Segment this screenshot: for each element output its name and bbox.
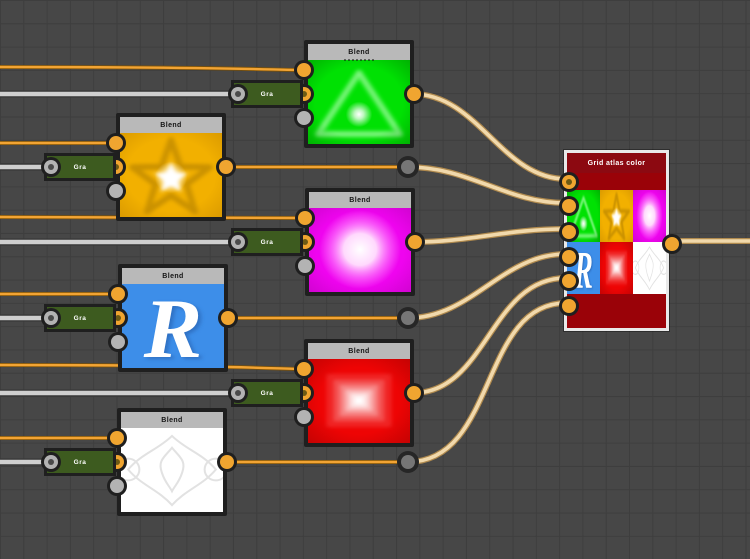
atlas-thumb-magenta-glow [633, 190, 666, 242]
node-header: Blend [308, 343, 410, 359]
node-preview-blue-letter-r [122, 284, 224, 368]
gradient-node-white[interactable]: Gra [41, 448, 116, 476]
node-preview-gold-star [120, 133, 222, 217]
gradient-input-port[interactable] [41, 157, 61, 177]
input-port-mask[interactable] [295, 256, 315, 276]
input-port-foreground[interactable] [107, 428, 127, 448]
atlas-thumb-red-square-glow [600, 242, 633, 294]
gray-wires [0, 90, 244, 466]
input-port-mask[interactable] [108, 332, 128, 352]
output-port[interactable] [404, 383, 424, 403]
atlas-title: Grid atlas color [587, 159, 646, 167]
node-title: Blend [348, 48, 370, 56]
gradient-node-label: Gra [234, 231, 300, 253]
cream-wires [405, 91, 750, 465]
gradient-input-port[interactable] [228, 383, 248, 403]
atlas-output-port[interactable] [662, 234, 682, 254]
gradient-input-port[interactable] [228, 84, 248, 104]
blend-node-red-square-glow[interactable]: Blend [294, 339, 424, 447]
output-port[interactable] [405, 232, 425, 252]
blend-node-green-triangle[interactable]: Blend [294, 40, 424, 148]
output-port[interactable] [404, 84, 424, 104]
input-port-foreground[interactable] [108, 284, 128, 304]
node-header: Blend [309, 192, 411, 208]
node-title: Blend [348, 347, 370, 355]
node-header: Blend [121, 412, 223, 428]
atlas-band-bottom [567, 294, 666, 328]
input-port-foreground[interactable] [294, 359, 314, 379]
gradient-node-label: Gra [47, 156, 113, 178]
input-port-foreground[interactable] [295, 208, 315, 228]
atlas-input-port-5[interactable] [559, 271, 579, 291]
gradient-input-port[interactable] [41, 452, 61, 472]
orange-wires [0, 65, 411, 464]
atlas-thumbnail-grid [567, 190, 666, 294]
blend-node-gold-star[interactable]: Blend [106, 113, 236, 221]
gradient-input-port[interactable] [41, 308, 61, 328]
gradient-node-label: Gra [47, 451, 113, 473]
gradient-node-green[interactable]: Gra [228, 80, 303, 108]
input-port-mask[interactable] [294, 407, 314, 427]
reroute-dot[interactable] [397, 307, 419, 329]
output-port[interactable] [217, 452, 237, 472]
node-title: Blend [160, 121, 182, 129]
output-port[interactable] [218, 308, 238, 328]
output-port[interactable] [216, 157, 236, 177]
node-header: Blend [122, 268, 224, 284]
node-preview-white-ornament [121, 428, 223, 512]
atlas-input-port-3[interactable] [559, 222, 579, 242]
reroute-dot[interactable] [397, 156, 419, 178]
atlas-input-port-4[interactable] [559, 247, 579, 267]
atlas-input-port-1[interactable] [559, 172, 579, 192]
node-preview-red-square-glow [308, 359, 410, 443]
node-title: Blend [349, 196, 371, 204]
grid-atlas-color-node[interactable]: Grid atlas color [559, 150, 682, 331]
atlas-thumb-white-ornament [633, 242, 666, 294]
atlas-band-top [567, 173, 666, 190]
gradient-node-label: Gra [47, 307, 113, 329]
blend-node-white-ornament[interactable]: Blend [107, 408, 237, 516]
node-preview-green-triangle [308, 60, 410, 144]
gradient-node-red[interactable]: Gra [228, 379, 303, 407]
gradient-node-r[interactable]: Gra [41, 304, 116, 332]
atlas-input-port-6[interactable] [559, 296, 579, 316]
input-port-mask[interactable] [107, 476, 127, 496]
blend-node-magenta-glow[interactable]: Blend [295, 188, 425, 296]
node-title: Blend [161, 416, 183, 424]
node-header: Blend [120, 117, 222, 133]
input-port-foreground[interactable] [294, 60, 314, 80]
gradient-node-label: Gra [234, 83, 300, 105]
atlas-input-port-2[interactable] [559, 196, 579, 216]
atlas-thumb-gold-star [600, 190, 633, 242]
input-port-mask[interactable] [106, 181, 126, 201]
input-port-foreground[interactable] [106, 133, 126, 153]
gradient-input-port[interactable] [228, 232, 248, 252]
input-port-mask[interactable] [294, 108, 314, 128]
node-preview-magenta-glow [309, 208, 411, 292]
node-title: Blend [162, 272, 184, 280]
gradient-node-label: Gra [234, 382, 300, 404]
reroute-dot[interactable] [397, 451, 419, 473]
gradient-node-star[interactable]: Gra [41, 153, 116, 181]
gradient-node-magenta[interactable]: Gra [228, 228, 303, 256]
header-dotted-marker [344, 59, 374, 61]
node-header: Blend [308, 44, 410, 60]
blend-node-blue-letter-r[interactable]: Blend [108, 264, 238, 372]
